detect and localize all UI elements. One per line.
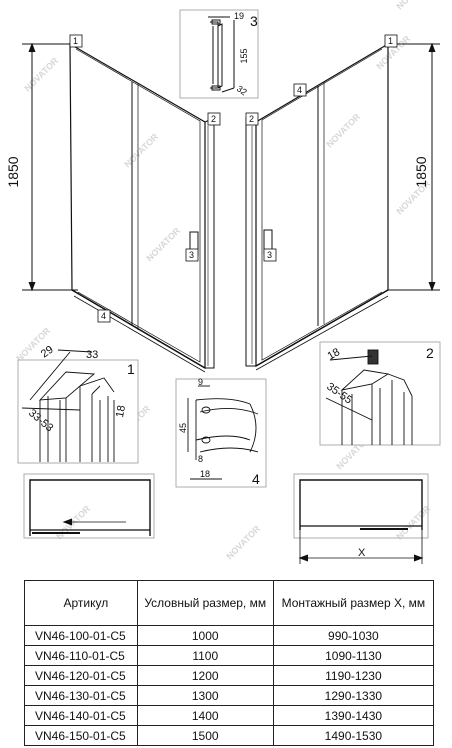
watermark: NOVATOR <box>22 55 60 93</box>
callout-4-right: 4 <box>297 85 302 95</box>
mounting-size-cell: 1090-1130 <box>272 645 435 666</box>
column-header-article: Артикул <box>24 580 138 626</box>
right-panel <box>245 42 389 371</box>
table-row: VN46-110-01-C5 1100 1090-1130 <box>24 645 435 666</box>
profile1-dim-a: 29 <box>39 344 56 361</box>
plan-view-right <box>293 473 429 564</box>
profile2-dim-a: 18 <box>326 346 343 363</box>
article-cell: VN46-150-01-C5 <box>24 725 138 746</box>
watermark: NOVATOR <box>144 225 182 263</box>
plan-x-label: X <box>358 547 366 559</box>
callout-box <box>207 112 221 126</box>
detail-2-number: 2 <box>426 345 434 361</box>
table-row: VN46-120-01-C5 1200 1190-1230 <box>24 665 435 686</box>
detail-1-number: 1 <box>127 361 135 377</box>
size-table: Артикул Условный размер, мм Монтажный ра… <box>24 580 435 746</box>
callout-1-top-left: 1 <box>73 36 78 46</box>
article-cell: VN46-120-01-C5 <box>24 665 138 686</box>
table-header-row: Артикул Условный размер, мм Монтажный ра… <box>24 580 435 626</box>
handle-height-label: 155 <box>239 48 249 63</box>
roller-dim-a: 9 <box>198 377 203 387</box>
callout-box <box>69 34 83 48</box>
callout-3-right: 3 <box>267 250 272 260</box>
mounting-size-cell: 1290-1330 <box>272 685 435 706</box>
detail-1-profile: 29 33 33-53 18 1 <box>17 344 139 464</box>
callout-box <box>263 248 277 262</box>
roller-dim-c: 8 <box>198 454 203 464</box>
article-cell: VN46-140-01-C5 <box>24 705 138 726</box>
roller-dim-d: 18 <box>200 469 210 479</box>
detail-2-profile: 18 35-55 2 <box>319 341 441 446</box>
column-header-nominal-size: Условный размер, мм <box>136 580 274 626</box>
detail-4-number: 4 <box>252 471 260 487</box>
roller-dim-b: 45 <box>178 423 188 433</box>
profile1-dim-d: 18 <box>114 404 128 418</box>
nominal-size-cell: 1500 <box>136 725 274 746</box>
callout-box <box>293 83 307 97</box>
height-label-right: 1850 <box>413 156 429 187</box>
mounting-size-cell: 1190-1230 <box>272 665 435 686</box>
nominal-size-cell: 1100 <box>136 645 274 666</box>
nominal-size-cell: 1000 <box>136 625 274 646</box>
plan-view-left <box>23 473 155 539</box>
callout-1-top-right: 1 <box>388 36 393 46</box>
handle-width-label: 19 <box>234 11 244 21</box>
column-header-mounting-size: Монтажный размер X, мм <box>272 580 435 626</box>
nominal-size-cell: 1200 <box>136 665 274 686</box>
callout-2-right: 2 <box>249 114 254 124</box>
watermark: NOVATOR <box>324 111 362 149</box>
table-row: VN46-100-01-C5 1000 990-1030 <box>24 625 435 646</box>
article-cell: VN46-100-01-C5 <box>24 625 138 646</box>
callout-box <box>245 112 259 126</box>
shower-enclosure-diagram: NOVATOR NOVATOR NOVATOR NOVATOR NOVATOR … <box>5 0 441 564</box>
watermark: NOVATOR <box>122 131 160 169</box>
mounting-size-cell: 1490-1530 <box>272 725 435 746</box>
table-row: VN46-150-01-C5 1500 1490-1530 <box>24 725 435 746</box>
mounting-size-cell: 990-1030 <box>272 625 435 646</box>
article-cell: VN46-130-01-C5 <box>24 685 138 706</box>
table-row: VN46-140-01-C5 1400 1390-1430 <box>24 705 435 726</box>
profile1-dim-b: 33 <box>86 349 98 361</box>
watermark: NOVATOR <box>394 503 432 541</box>
left-height-dimension <box>22 42 78 292</box>
nominal-size-cell: 1400 <box>136 705 274 726</box>
callout-3-left: 3 <box>189 250 194 260</box>
handle-depth-label: 32 <box>235 83 249 97</box>
callout-box <box>384 34 398 48</box>
height-label-left: 1850 <box>5 156 21 187</box>
detail-4-roller: 9 45 8 18 4 <box>175 377 267 488</box>
mounting-size-cell: 1390-1430 <box>272 705 435 726</box>
callout-box <box>185 248 199 262</box>
watermark: NOVATOR <box>224 523 262 561</box>
right-height-dimension <box>388 42 440 292</box>
table-row: VN46-130-01-C5 1300 1290-1330 <box>24 685 435 706</box>
detail-3-number: 3 <box>250 13 258 29</box>
article-cell: VN46-110-01-C5 <box>24 645 138 666</box>
nominal-size-cell: 1300 <box>136 685 274 706</box>
detail-3-handle: 19 155 32 3 <box>179 9 259 99</box>
callout-box <box>97 309 111 323</box>
callout-4-left: 4 <box>101 311 106 321</box>
callout-2-left: 2 <box>211 114 216 124</box>
watermark: NOVATOR <box>394 0 432 11</box>
